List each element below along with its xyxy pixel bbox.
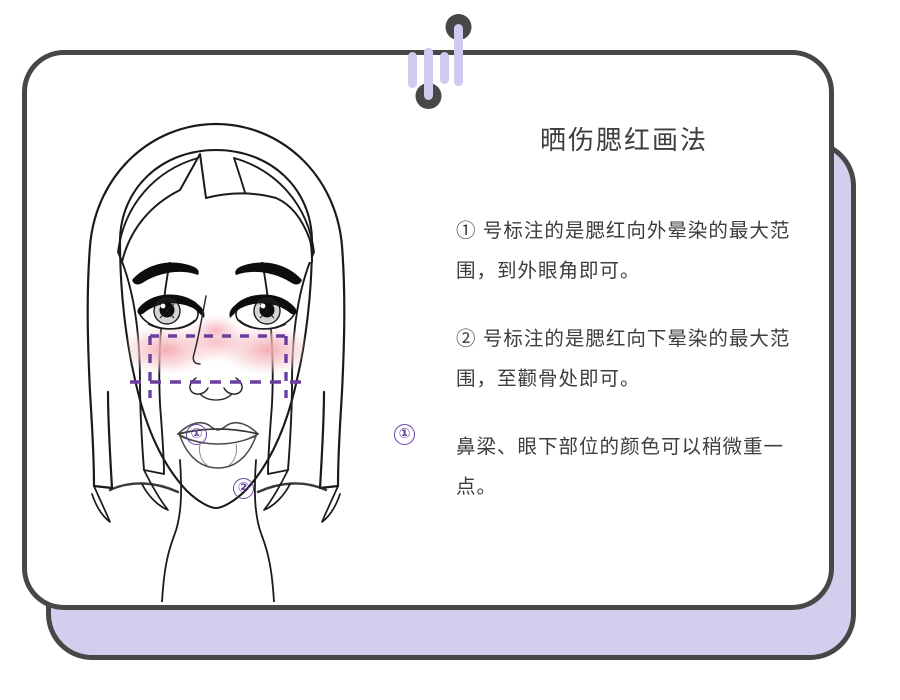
annotation-badge-two: ② xyxy=(233,478,254,499)
annotation-badge-one-left: ① xyxy=(186,424,207,445)
paragraph-three: 鼻梁、眼下部位的颜色可以稍微重一点。 xyxy=(456,436,785,498)
paragraph-two: ② 号标注的是腮红向下晕染的最大范围，至颧骨处即可。 xyxy=(456,328,791,390)
text-content-column: 晒伤腮红画法 ① 号标注的是腮红向外晕染的最大范围，到外眼角即可。 ② 号标注的… xyxy=(448,120,818,507)
bar-chart-pin-decoration-icon xyxy=(408,14,472,109)
top-decoration xyxy=(400,8,472,112)
eyebrow-shape xyxy=(132,262,302,285)
dashed-guide-rectangle xyxy=(130,334,306,398)
right-eye xyxy=(229,294,297,330)
left-eye xyxy=(137,294,205,330)
nose xyxy=(189,295,243,401)
paragraph-one: ① 号标注的是腮红向外晕染的最大范围，到外眼角即可。 xyxy=(456,220,791,282)
face-illustration: ① ① ② xyxy=(48,92,438,603)
page-title: 晒伤腮红画法 xyxy=(539,125,708,155)
annotation-badge-one-right: ① xyxy=(394,424,415,445)
woman-face-line-art-icon xyxy=(86,122,346,603)
